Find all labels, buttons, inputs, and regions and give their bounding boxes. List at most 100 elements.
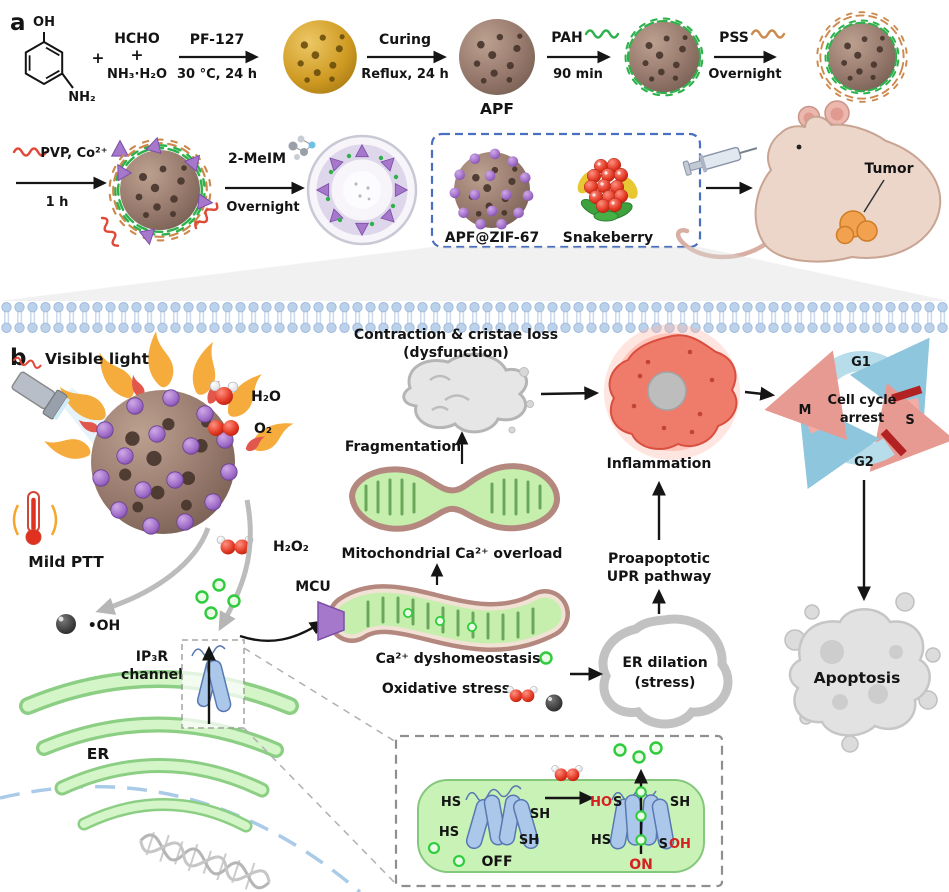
- h2o2-label: H₂O₂: [273, 539, 309, 555]
- product-label: APF@ZIF-67: [445, 230, 539, 246]
- snakeberry: [577, 157, 638, 222]
- zif67-shell-zoom: [306, 134, 418, 246]
- ip3r-label-line2: channel: [121, 667, 183, 683]
- mouse-illustration: Tumor: [675, 100, 942, 263]
- thiol-label: SH: [519, 833, 539, 848]
- membrane-divider: [0, 247, 949, 334]
- arrest-bar-g1s: [891, 385, 923, 403]
- nh2-group-label: NH₂: [68, 90, 95, 105]
- thiol-label: SH: [530, 807, 550, 822]
- step-pah-top: PAH: [551, 30, 583, 46]
- phase-g2-label: G2: [854, 455, 874, 470]
- step-pvp-bottom: 1 h: [46, 195, 69, 210]
- redox-zoom-box: HS SH HS SH OFF HO S SH HS S: [394, 734, 724, 888]
- er-dilation-label-line2: (stress): [635, 675, 696, 691]
- benzene-ring: OH NH₂: [24, 15, 96, 105]
- step-meim-bottom: Overnight: [226, 200, 299, 215]
- mild-ptt-label: Mild PTT: [28, 553, 104, 571]
- thiol-label: HS: [439, 825, 459, 840]
- dna-helix: [139, 831, 271, 890]
- ca-flow-arrow: [239, 620, 325, 642]
- o2-molecule: [208, 420, 239, 436]
- contraction-label-line2: (dysfunction): [403, 345, 509, 361]
- oh-radical-label: •OH: [88, 618, 121, 634]
- h2o-label: H₂O: [251, 389, 281, 405]
- o2-label: O₂: [254, 421, 272, 437]
- plus-sign: +: [131, 46, 144, 64]
- ammonia-label: NH₃·H₂O: [107, 67, 167, 82]
- syringe-icon: [682, 146, 758, 176]
- apf-nanosphere: [459, 19, 535, 95]
- apoptosis-label: Apoptosis: [814, 669, 901, 687]
- step-pss-bottom: Overnight: [708, 67, 781, 82]
- tumor-pointer-line: [863, 179, 885, 213]
- h2o-molecule: [209, 380, 239, 405]
- arrest-bar-sg2: [880, 428, 907, 457]
- inflammation-label: Inflammation: [607, 456, 712, 472]
- cell-cycle-center-line2: arrest: [840, 411, 884, 426]
- upr-label-line1: Proapoptotic: [608, 551, 710, 567]
- ip3r-label-line1: IP₃R: [136, 649, 169, 665]
- nanoparticle-sphere: [91, 389, 238, 535]
- step-pvp-top: PVP, Co²⁺: [40, 146, 107, 161]
- redox-channel-off: HS SH HS SH OFF: [427, 785, 550, 870]
- mcu-channel: [317, 600, 345, 642]
- step-pf127-top: PF-127: [190, 32, 244, 48]
- zoom-line-bottom: [243, 727, 397, 885]
- arrow-to-inflamed-cell: [540, 386, 600, 401]
- panel-a: a OH NH₂ + HCHO + NH₃·H₂O PF-127 30 °C, …: [10, 0, 942, 263]
- off-label: OFF: [481, 854, 512, 870]
- h2o2-molecule-small: [506, 685, 538, 703]
- ca-ion: [539, 651, 553, 665]
- sulfenic-label-s: S: [659, 837, 668, 852]
- oh-radical-small: [545, 694, 563, 712]
- phase-s-label: S: [905, 413, 914, 428]
- thiol-label: SH: [670, 795, 690, 810]
- gray-arrow-to-oh: [95, 527, 211, 615]
- pvp-co-sphere: [94, 124, 226, 256]
- er-label: ER: [87, 745, 110, 763]
- step-curing-top: Curing: [379, 32, 431, 48]
- mouse-tail: [675, 228, 770, 260]
- gray-arrow-to-channel: [218, 499, 253, 632]
- nucleus-envelope: [0, 784, 362, 892]
- panel-b: b ER: [0, 324, 949, 892]
- ca-dyshomeostasis-label: Ca²⁺ dyshomeostasis: [376, 651, 541, 667]
- er-stack: [19, 670, 299, 833]
- flashlight-icon: [11, 371, 70, 421]
- plus-sign: +: [92, 49, 105, 67]
- ca-ions-cytosol: [195, 578, 241, 620]
- phase-m-label: M: [799, 403, 812, 418]
- phase-g1-label: G1: [851, 355, 871, 370]
- berry-label: Snakeberry: [563, 230, 653, 246]
- sulfenic-label-red: HO: [590, 795, 612, 810]
- thermometer-icon: [12, 491, 58, 545]
- tumor-blob: [835, 210, 878, 245]
- hcho-label: HCHO: [114, 31, 160, 47]
- oh-radical: [56, 614, 76, 634]
- mitochondrion-healthy: [317, 584, 570, 652]
- cobalt-triangle-icon: [111, 140, 129, 157]
- cell-cycle-ring: G1 S G2 M Cell cycle arrest: [764, 337, 949, 490]
- apf-zif67-sphere: [449, 148, 534, 230]
- oxidative-stress-label: Oxidative stress: [382, 681, 510, 697]
- pah-polymer-icon: [584, 29, 620, 39]
- apf-label: APF: [480, 100, 514, 118]
- step-pf127-bottom: 30 °C, 24 h: [177, 67, 257, 82]
- inflamed-cell: [604, 324, 740, 460]
- contraction-label-line1: Contraction & cristae loss: [354, 327, 558, 343]
- apoptotic-cell: Apoptosis: [784, 592, 941, 753]
- sulfenic-label-red: OH: [669, 837, 691, 852]
- step-pah-bottom: 90 min: [553, 67, 603, 82]
- redox-channel-on: HO S SH HS S OH ON: [590, 741, 691, 873]
- er-dilation-loop: ER dilation (stress): [598, 614, 733, 729]
- step-curing-bottom: Reflux, 24 h: [361, 67, 448, 82]
- lipid-bilayer: [0, 301, 949, 334]
- arrow-to-cell-cycle: [744, 386, 776, 401]
- mitochondrion-fragmenting: [348, 463, 561, 532]
- upr-label-line2: UPR pathway: [607, 569, 712, 585]
- panel-a-label: a: [10, 10, 26, 36]
- gold-nanosphere: [283, 20, 357, 94]
